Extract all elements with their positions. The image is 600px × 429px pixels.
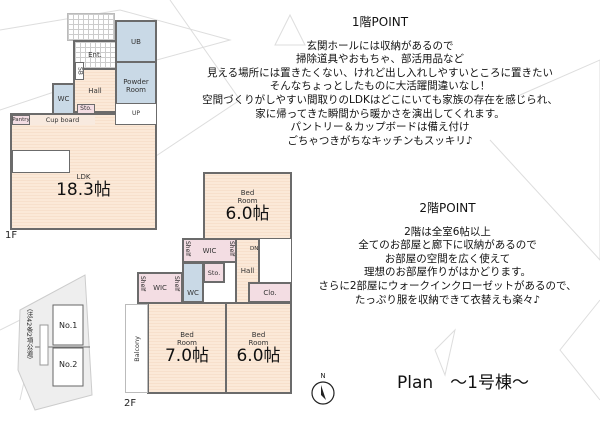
- point-1f-line: 見える場所には置きたくない、けれど出し入れしやすいところに置きたい: [206, 66, 554, 79]
- bedroom-left: Bed Room 7.0帖: [147, 302, 227, 394]
- shelf-label: Shelf: [139, 276, 146, 292]
- stairs-2f: [259, 238, 292, 283]
- wc-2f-label: WC: [187, 288, 199, 297]
- floor-label-2f: 2F: [124, 398, 137, 409]
- point-1f-line: 空間づくりがしやすい間取りのLDKはどこにいても家族の存在を感じられ、: [202, 93, 558, 106]
- point-1f-line: 玄関ホールには収納があるので: [306, 39, 454, 52]
- sto-label: Sto.: [80, 105, 92, 112]
- stairs-1f: UP: [115, 103, 157, 125]
- point-1f: 1階POINT 玄関ホールには収納があるので 掃除道具やおもちゃ、部活用品など …: [160, 15, 600, 148]
- balcony-label: Balcony: [132, 335, 141, 362]
- lot-2-label: No.2: [59, 360, 78, 369]
- entrance-label: Ent.: [88, 51, 102, 59]
- wc-label: WC: [57, 95, 70, 103]
- wic-left-label: WIC: [153, 284, 167, 292]
- point-2f-line: 理想のお部屋作りがはかどります。: [364, 266, 531, 279]
- point-2f-line: 2階は全室6帖以上: [404, 225, 491, 238]
- bedroom-right: Bed Room 6.0帖: [225, 302, 292, 394]
- bedroom-left-size: 7.0帖: [164, 345, 210, 366]
- cupboard: Cup board: [30, 115, 95, 125]
- compass-north-label: N: [320, 372, 326, 380]
- bathroom-ub: UB: [115, 20, 157, 63]
- wc-2f: WC: [182, 262, 204, 303]
- point-2f-line: たっぷり服を収納できて衣替えも楽々♪: [354, 293, 541, 306]
- storage-2f: Sto.: [203, 262, 225, 283]
- bedroom-right-label: Bed Room: [248, 330, 269, 347]
- lot-1-label: No.1: [59, 321, 78, 330]
- ldk-size: 18.3帖: [56, 180, 111, 200]
- bedroom-top-size: 6.0帖: [225, 203, 270, 224]
- shelf-label: Shelf: [173, 276, 180, 292]
- plan-title: Plan ～1号棟～: [397, 373, 529, 393]
- closet-label: Clo.: [263, 288, 277, 297]
- point-1f-line: ごちゃつきがちなキッチンもスッキリ♪: [287, 134, 473, 147]
- pantry-label: Pantry: [12, 117, 30, 123]
- up-label: UP: [131, 110, 140, 117]
- bedroom-left-label: Bed Room: [177, 330, 197, 347]
- floor-label-1f: 1F: [5, 230, 18, 241]
- point-1f-title: 1階POINT: [351, 15, 409, 29]
- shoe-box: SB: [75, 62, 84, 80]
- bedroom-right-size: 6.0帖: [236, 345, 281, 366]
- compass: N: [309, 372, 337, 410]
- site-plan-drawing: [17, 274, 93, 411]
- road-label: （法42条2項公道）: [25, 305, 33, 363]
- balcony: Balcony: [125, 304, 148, 393]
- point-2f-line: さらに2部屋にウォークインクローゼットがあるので、: [318, 279, 577, 292]
- kitchen-counter: [12, 150, 70, 173]
- wc-1f: WC: [52, 83, 75, 115]
- sb-label: SB: [76, 67, 84, 75]
- ldk-label: LDK: [76, 173, 91, 181]
- point-1f-line: パントリー＆カップボードは備え付け: [290, 121, 470, 134]
- shelf-label: Shelf: [228, 241, 235, 257]
- point-1f-line: そんなちょっとしたものに大活躍間違いなし！: [269, 80, 491, 93]
- point-2f-line: お部屋の空間を広く使えて: [384, 252, 511, 265]
- north-arrow-icon: [311, 381, 335, 405]
- shelf-label: Shelf: [184, 241, 191, 257]
- dn-label: DN: [250, 246, 259, 252]
- point-1f-line: 家に帰ってきた瞬間から暖かさを演出してくれます。: [255, 107, 505, 120]
- point-2f-title: 2階POINT: [419, 201, 476, 215]
- powder-room-label: Powder Room: [123, 78, 149, 94]
- point-1f-line: 掃除道具やおもちゃ、部活用品など: [296, 53, 464, 66]
- bedroom-top-label: Bed Room: [237, 188, 258, 205]
- wic-upper-label: WIC: [202, 246, 217, 255]
- cupboard-label: Cup board: [45, 116, 80, 124]
- hall-2f-label: Hall: [240, 267, 255, 275]
- hall-label: Hall: [88, 86, 102, 95]
- closet: Clo.: [248, 282, 292, 303]
- point-2f: 2階POINT 2階は全室6帖以上 全てのお部屋と廊下に収納があるので お部屋の…: [295, 201, 600, 307]
- point-2f-line: 全てのお部屋と廊下に収納があるので: [358, 239, 537, 252]
- porch: [67, 13, 115, 41]
- ub-label: UB: [131, 37, 141, 46]
- bedroom-top: Bed Room 6.0帖: [203, 172, 292, 240]
- pantry: Pantry: [12, 115, 30, 125]
- sto-2f-label: Sto.: [207, 268, 221, 277]
